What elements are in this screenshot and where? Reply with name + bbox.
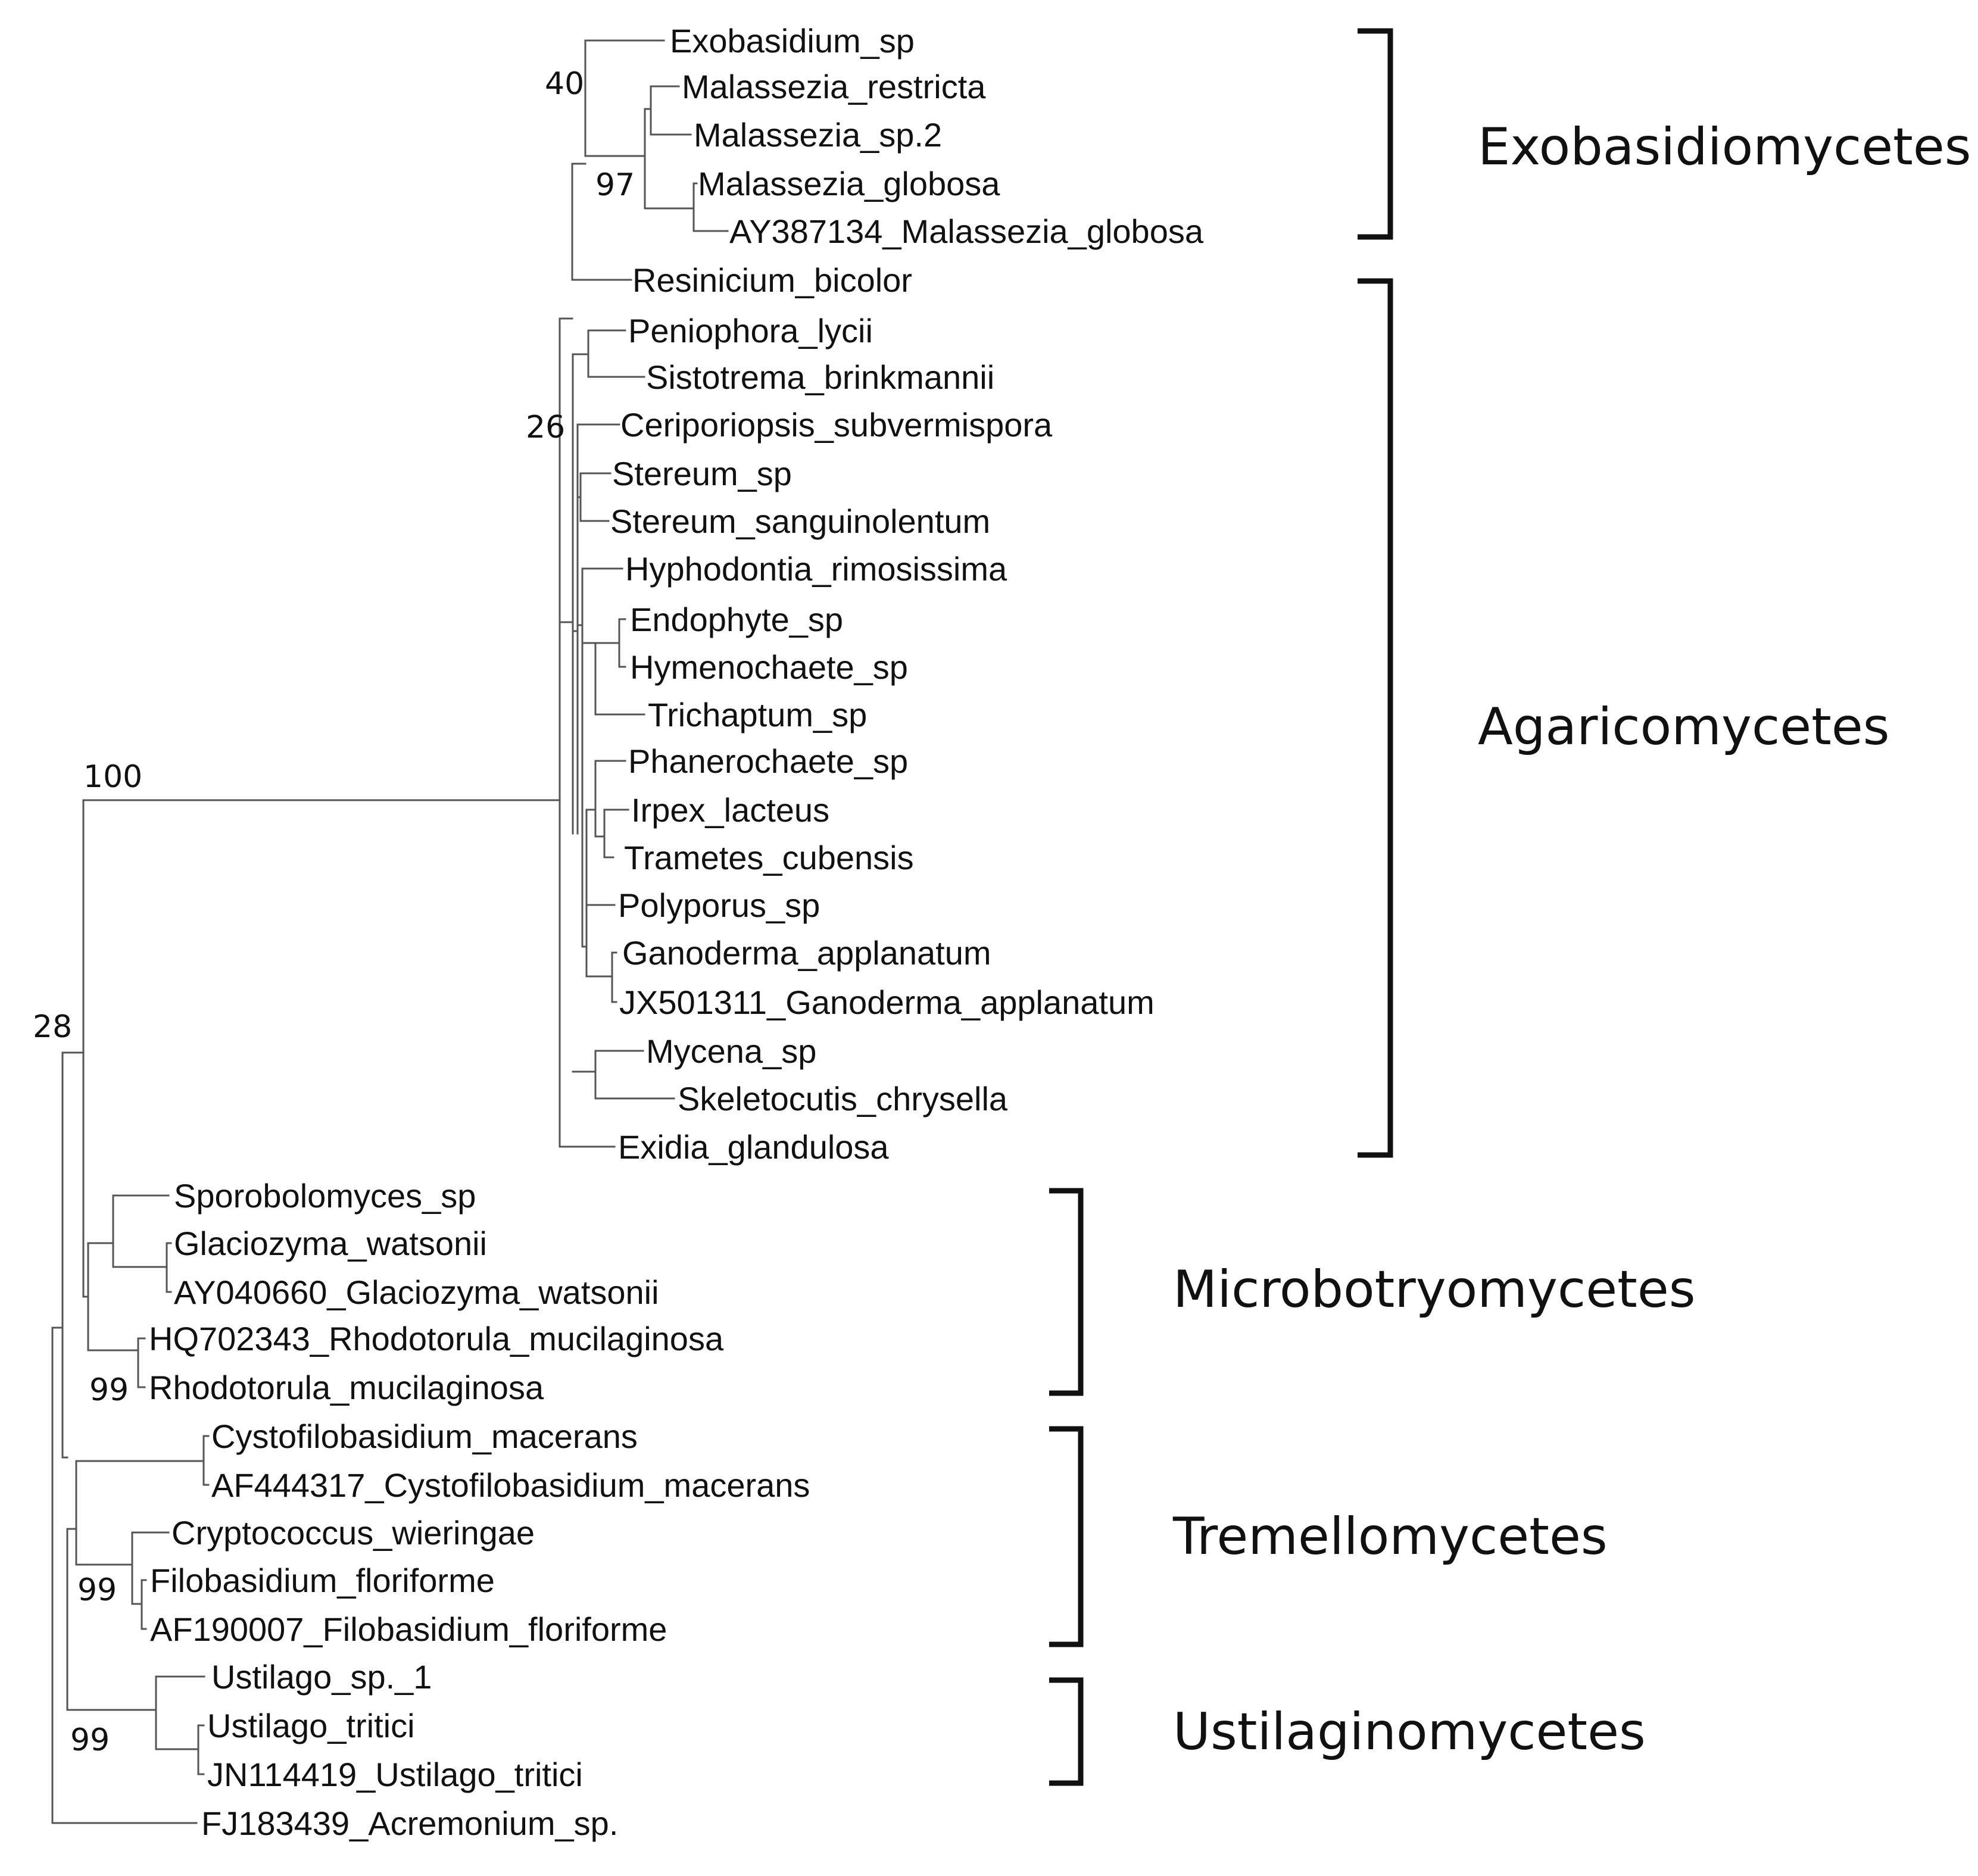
leaf-label: AF190007_Filobasidium_floriforme [150, 1610, 667, 1648]
leaf-label: Trametes_cubensis [624, 839, 914, 876]
leaf-label: Filobasidium_floriforme [150, 1562, 495, 1599]
bootstrap-value: 97 [595, 167, 635, 203]
bracket-tremellomycetes [1049, 1426, 1084, 1647]
leaf-label: Resinicium_bicolor [632, 261, 912, 299]
bootstrap-value: 99 [89, 1372, 129, 1408]
clade-brackets [1049, 28, 1393, 1786]
bootstrap-value: 99 [77, 1572, 117, 1608]
bootstrap-value: 99 [70, 1722, 110, 1758]
bootstrap-values: 40 97 26 100 28 99 99 99 [33, 66, 635, 1758]
leaf-label: Trichaptum_sp [648, 696, 867, 733]
leaf-label: Endophyte_sp [630, 601, 843, 638]
leaf-label: Ganoderma_applanatum [622, 934, 991, 972]
leaf-labels: Exobasidium_sp Malassezia_restricta Mala… [149, 22, 1204, 1842]
clade-label-tremellomycetes: Tremellomycetes [1172, 1507, 1608, 1566]
leaf-label: Phanerochaete_sp [628, 742, 908, 780]
leaf-label: AY387134_Malassezia_globosa [729, 213, 1204, 250]
bootstrap-value: 26 [526, 410, 565, 445]
bootstrap-value: 100 [83, 759, 142, 795]
leaf-label: AY040660_Glaciozyma_watsonii [174, 1273, 659, 1311]
leaf-label: Cystofilobasidium_macerans [211, 1418, 638, 1455]
leaf-label: Ustilago_tritici [207, 1707, 415, 1744]
clade-label-agaricomycetes: Agaricomycetes [1478, 697, 1890, 757]
bracket-exobasidiomycetes [1358, 28, 1393, 240]
leaf-label: Stereum_sanguinolentum [610, 502, 990, 540]
leaf-label: Polyporus_sp [618, 887, 820, 924]
leaf-label: FJ183439_Acremonium_sp. [201, 1805, 618, 1842]
leaf-label: Exobasidium_sp [670, 22, 915, 60]
leaf-label: Irpex_lacteus [631, 791, 829, 829]
leaf-label: Ustilago_sp._1 [211, 1658, 432, 1696]
leaf-label: JX501311_Ganoderma_applanatum [619, 984, 1155, 1021]
bracket-agaricomycetes [1358, 278, 1393, 1158]
leaf-label: Rhodotorula_mucilaginosa [149, 1369, 544, 1406]
clade-label-ustilaginomycetes: Ustilaginomycetes [1173, 1702, 1646, 1762]
leaf-label: Skeletocutis_chrysella [678, 1080, 1008, 1118]
bootstrap-value: 28 [33, 1009, 72, 1045]
bracket-ustilaginomycetes [1049, 1677, 1084, 1786]
leaf-label: Peniophora_lycii [628, 312, 873, 349]
leaf-label: Malassezia_globosa [698, 165, 1000, 202]
leaf-label: Hyphodontia_rimosissima [625, 550, 1007, 588]
clade-label-microbotryomycetes: Microbotryomycetes [1173, 1260, 1696, 1319]
clade-label-exobasidiomycetes: Exobasidiomycetes [1478, 117, 1971, 177]
leaf-label: JN114419_Ustilago_tritici [207, 1756, 583, 1793]
clade-labels: Exobasidiomycetes Agaricomycetes Microbo… [1172, 117, 1971, 1762]
leaf-label: Malassezia_restricta [682, 68, 986, 105]
tree-branches [51, 39, 729, 1824]
leaf-label: Exidia_glandulosa [618, 1128, 889, 1166]
leaf-label: Malassezia_sp.2 [694, 116, 942, 154]
leaf-label: Sporobolomyces_sp [174, 1177, 476, 1215]
leaf-label: Ceriporiopsis_subvermispora [620, 406, 1053, 444]
leaf-label: Mycena_sp [646, 1032, 816, 1070]
leaf-label: Glaciozyma_watsonii [174, 1225, 487, 1262]
bootstrap-value: 40 [545, 66, 584, 102]
leaf-label: Hymenochaete_sp [630, 648, 908, 686]
leaf-label: Cryptococcus_wieringae [171, 1514, 535, 1552]
leaf-label: HQ702343_Rhodotorula_mucilaginosa [149, 1320, 724, 1357]
bracket-microbotryomycetes [1049, 1188, 1084, 1396]
leaf-label: Stereum_sp [612, 455, 792, 492]
leaf-label: Sistotrema_brinkmannii [646, 358, 994, 396]
leaf-label: AF444317_Cystofilobasidium_macerans [211, 1466, 810, 1504]
